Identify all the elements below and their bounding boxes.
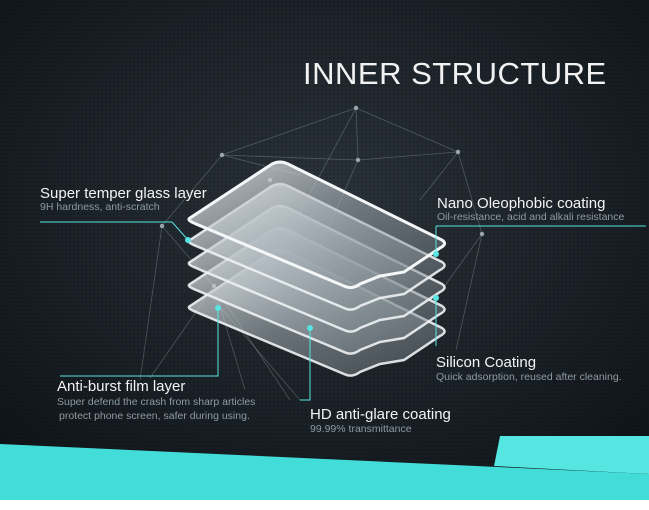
anti-burst-desc-line2: protect phone screen, safer during using… [59,410,250,422]
bottom-band [0,444,649,510]
anti-burst-label: Anti-burst film layer [57,378,186,395]
bottom-band-accent [0,500,649,510]
hd-desc: 99.99% transmittance [310,423,412,435]
super-temper-label: Super temper glass layer [40,185,207,202]
anti-burst-desc-line1: Super defend the crash from sharp articl… [57,396,256,408]
callout-dots [185,237,439,331]
callout-lines [40,221,646,401]
silicon-label: Silicon Coating [436,354,537,371]
nano-desc: Oil-resistance, acid and alkali resistan… [437,211,625,223]
page-title: INNER STRUCTURE [303,56,607,91]
super-temper-desc: 9H hardness, anti-scratch [40,201,160,213]
hd-label: HD anti-glare coating [310,406,451,423]
glass-layers [187,160,447,377]
nano-label: Nano Oleophobic coating [437,195,606,212]
silicon-desc: Quick adsorption, reused after cleaning. [436,371,622,383]
